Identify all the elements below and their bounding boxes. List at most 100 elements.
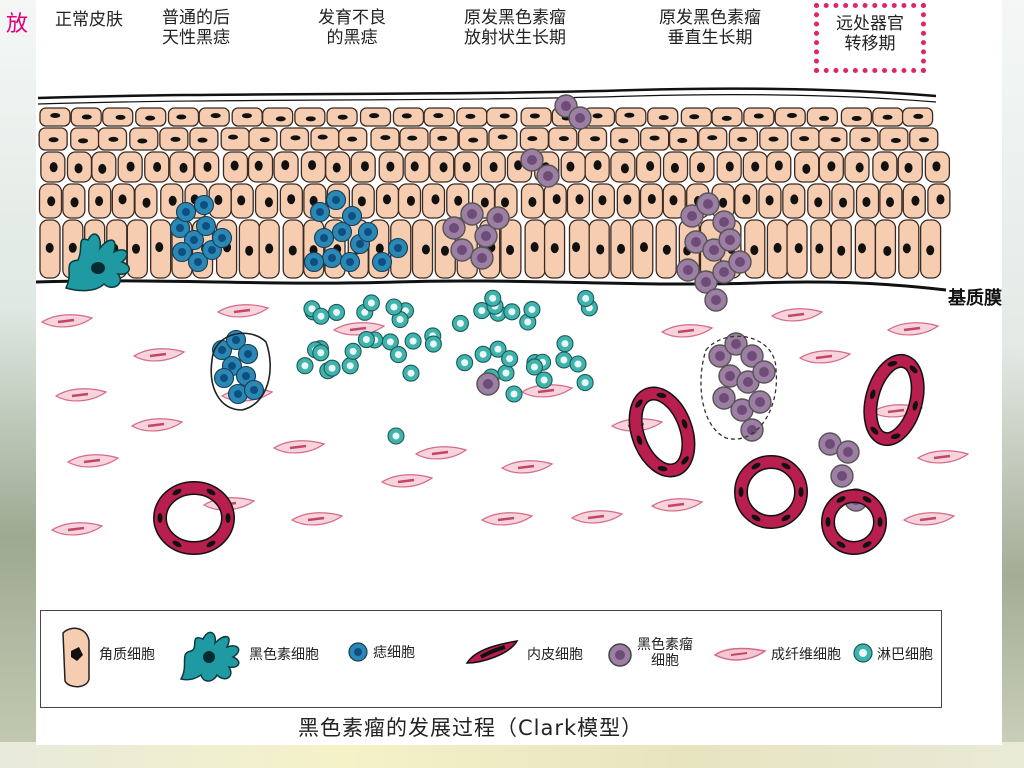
keratinocyte-nucleus [530, 242, 539, 253]
keratinocyte-nucleus [118, 194, 127, 205]
endothelial-nucleus [157, 513, 163, 523]
stage-vertical-growth: 原发黑色素瘤垂直生长期 [659, 8, 761, 48]
blood-vessel [863, 353, 925, 447]
keratinocyte-nucleus [862, 196, 871, 207]
keratinocyte-nucleus [558, 136, 569, 142]
nevus-cell-icon [348, 642, 368, 662]
keratinocyte-nucleus [237, 195, 246, 206]
keratinocyte-nucleus [170, 136, 181, 142]
keratinocyte-nucleus [68, 242, 77, 253]
stage-normal-skin: 正常皮肤 [55, 10, 123, 30]
keratinocyte-nucleus [501, 197, 510, 208]
keratinocyte-nucleus [719, 197, 728, 208]
keratinocyte-nucleus [407, 135, 418, 141]
keratinocyte-nucleus [677, 138, 688, 144]
keratinocyte-nucleus [830, 137, 841, 143]
endothelial-nucleus [836, 496, 846, 503]
keratinocyte-nucleus [347, 136, 358, 142]
keratinocyte-nucleus [658, 115, 669, 121]
keratinocyte-nucleus [317, 134, 328, 140]
keratinocyte-nucleus [410, 161, 419, 172]
keratinocyte-icon [62, 627, 90, 688]
keratinocyte-nucleus [197, 137, 208, 143]
keratinocyte-nucleus [802, 163, 811, 174]
legend: 角质细胞 黑色素细胞 痣细胞 内皮细胞 黑色素瘤细胞 成纤维细胞 淋巴细胞 [40, 610, 942, 708]
keratinocyte-nucleus [647, 194, 656, 205]
stage-dysplastic-nevus: 发育不良的黑痣 [318, 8, 386, 48]
endothelial-nucleus [172, 540, 182, 548]
endothelial-nucleus [751, 514, 761, 522]
blood-vessel [821, 489, 887, 555]
keratinocyte-nucleus [593, 160, 602, 171]
keratinocyte-nucleus [203, 161, 212, 172]
keratinocyte-nucleus [431, 194, 440, 205]
keratinocyte-nucleus [880, 161, 889, 172]
keratinocyte-nucleus [819, 115, 830, 121]
background-bottom-strip [0, 742, 1024, 768]
background-right-strip [1002, 0, 1024, 768]
keratinocyte-nucleus [153, 162, 162, 173]
keratinocyte-nucleus [228, 134, 239, 140]
keratinocyte-nucleus [851, 115, 862, 121]
endothelial-nucleus [798, 487, 804, 497]
endothelial-nucleus [781, 462, 791, 470]
keratinocyte-nucleus [882, 114, 893, 120]
diagram-canvas: 正常皮肤 普通的后天性黑痣 发育不良的黑痣 原发黑色素瘤放射状生长期 原发黑色素… [36, 0, 1002, 745]
keratinocyte-nucleus [742, 194, 751, 205]
keratinocyte-nucleus [439, 162, 448, 173]
endothelial-nucleus [681, 419, 688, 429]
keratinocyte-nucleus [598, 195, 607, 206]
keratinocyte-nucleus [750, 245, 759, 256]
keratinocyte-nucleus [382, 194, 391, 205]
endothelial-nucleus [635, 399, 643, 408]
keratinocyte-nucleus [618, 138, 629, 144]
keratinocyte-nucleus [696, 162, 705, 173]
legend-melanoma-label: 黑色素瘤细胞 [637, 637, 693, 669]
nevus-cell-cluster [169, 189, 409, 411]
melanocyte-nucleus [91, 262, 105, 274]
keratinocyte-nucleus [566, 161, 575, 172]
keratinocyte-nucleus [624, 112, 635, 118]
endothelial-nucleus [781, 514, 791, 522]
keratinocyte-nucleus [514, 160, 523, 171]
keratinocyte-nucleus [768, 136, 779, 142]
keratinocyte-nucleus [773, 242, 782, 253]
skin-layers-illustration [36, 87, 970, 555]
background-left-strip [0, 0, 36, 768]
epidermis-layer [38, 107, 951, 279]
keratinocyte-nucleus [437, 135, 448, 141]
keratinocyte-nucleus [308, 160, 317, 171]
keratinocyte-nucleus [115, 114, 126, 120]
keratinocyte-nucleus [137, 138, 148, 144]
endothelial-nucleus [887, 360, 898, 367]
legend-lymphocyte-label: 淋巴细胞 [877, 647, 933, 663]
keratinocyte-nucleus [926, 245, 935, 256]
keratinocyte-nucleus [74, 163, 83, 174]
keratinocyte-nucleus [168, 195, 177, 206]
keratinocyte-nucleus [794, 243, 803, 254]
keratinocyte-nucleus [890, 138, 901, 144]
keratinocyte-nucleus [646, 161, 655, 172]
keratinocyte-nucleus [855, 162, 864, 173]
keratinocyte-nucleus [623, 194, 632, 205]
keratinocyte-nucleus [902, 243, 911, 254]
keratinocyte-nucleus [176, 114, 187, 120]
legend-endothelial-label: 内皮细胞 [527, 647, 583, 663]
endothelial-nucleus [825, 517, 831, 527]
keratinocyte-nucleus [839, 197, 848, 208]
blood-vessel [734, 455, 808, 529]
keratinocyte-nucleus [95, 196, 104, 207]
keratinocyte-nucleus [179, 162, 188, 173]
keratinocyte-nucleus [670, 162, 679, 173]
stage-acquired-nevus: 普通的后天性黑痣 [162, 8, 230, 48]
keratinocyte-nucleus [669, 195, 678, 206]
corner-character: 放 [6, 12, 29, 37]
endothelial-nucleus [172, 488, 182, 496]
keratinocyte-nucleus [369, 113, 380, 119]
keratinocyte-nucleus [357, 196, 366, 207]
endothelial-nucleus [636, 435, 643, 445]
keratinocyte-nucleus [662, 244, 671, 255]
keratinocyte-nucleus [462, 161, 471, 172]
keratinocyte-nucleus [81, 114, 92, 120]
legend-nevus-label: 痣细胞 [373, 645, 415, 661]
